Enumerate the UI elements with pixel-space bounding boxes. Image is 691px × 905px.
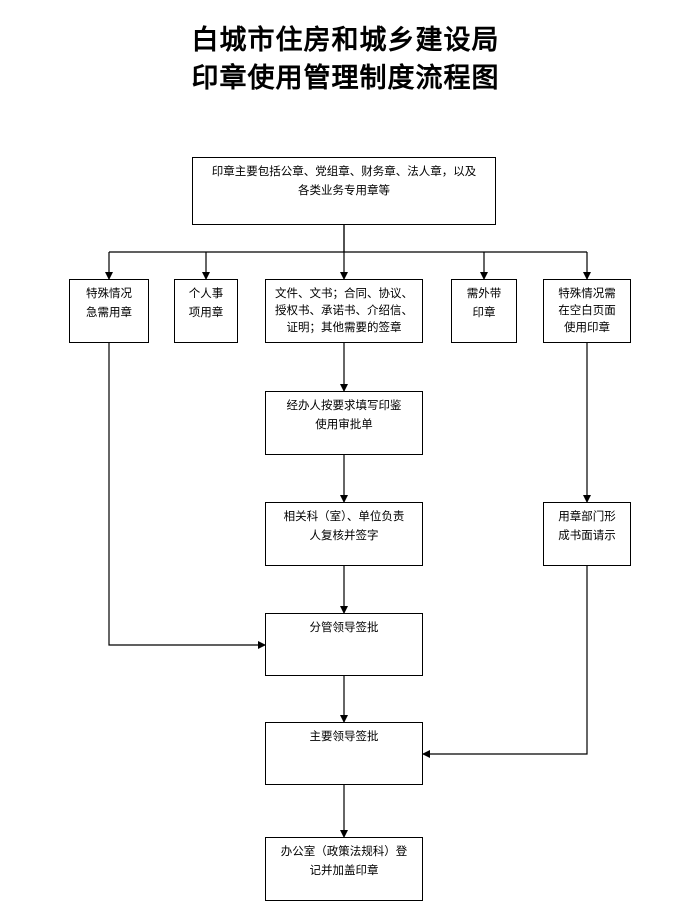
node-chief-approval-text: 主要领导签批 bbox=[309, 729, 379, 743]
node-office-stamp-text: 办公室（政策法规科）登 记并加盖印章 bbox=[280, 844, 408, 877]
node-personal: 个人事 项用章 bbox=[174, 279, 238, 343]
node-written-request: 用章部门形 成书面请示 bbox=[543, 502, 631, 566]
node-review-sign: 相关科（室）、单位负责 人复核并签字 bbox=[265, 502, 423, 566]
node-blank-page: 特殊情况需 在空白页面 使用印章 bbox=[543, 279, 631, 343]
node-documents: 文件、文书；合同、协议、 授权书、承诺书、介绍信、 证明；其他需要的签章 bbox=[265, 279, 423, 343]
node-fill-form: 经办人按要求填写印鉴 使用审批单 bbox=[265, 391, 423, 455]
node-take-out: 需外带 印章 bbox=[451, 279, 517, 343]
node-personal-text: 个人事 项用章 bbox=[188, 286, 224, 319]
node-written-request-text: 用章部门形 成书面请示 bbox=[558, 509, 616, 542]
node-review-sign-text: 相关科（室）、单位负责 人复核并签字 bbox=[283, 509, 405, 542]
node-chief-approval: 主要领导签批 bbox=[265, 722, 423, 785]
node-take-out-text: 需外带 印章 bbox=[466, 286, 502, 319]
title-line-1: 白城市住房和城乡建设局 bbox=[191, 25, 500, 56]
node-seal-types: 印章主要包括公章、党组章、财务章、法人章，以及 各类业务专用章等 bbox=[192, 157, 496, 225]
node-special-urgent-text: 特殊情况 急需用章 bbox=[86, 286, 132, 319]
node-documents-text: 文件、文书；合同、协议、 授权书、承诺书、介绍信、 证明；其他需要的签章 bbox=[275, 286, 413, 334]
title-line-2: 印章使用管理制度流程图 bbox=[191, 63, 500, 94]
node-deputy-approval-text: 分管领导签批 bbox=[309, 620, 379, 634]
node-office-stamp: 办公室（政策法规科）登 记并加盖印章 bbox=[265, 837, 423, 901]
arrow-request-to-chief bbox=[422, 566, 588, 758]
node-seal-types-text: 印章主要包括公章、党组章、财务章、法人章，以及 各类业务专用章等 bbox=[211, 164, 477, 197]
node-fill-form-text: 经办人按要求填写印鉴 使用审批单 bbox=[286, 398, 402, 431]
node-special-urgent: 特殊情况 急需用章 bbox=[69, 279, 149, 343]
node-deputy-approval: 分管领导签批 bbox=[265, 613, 423, 676]
arrow-special-to-deputy bbox=[108, 343, 266, 649]
node-blank-page-text: 特殊情况需 在空白页面 使用印章 bbox=[558, 286, 616, 334]
